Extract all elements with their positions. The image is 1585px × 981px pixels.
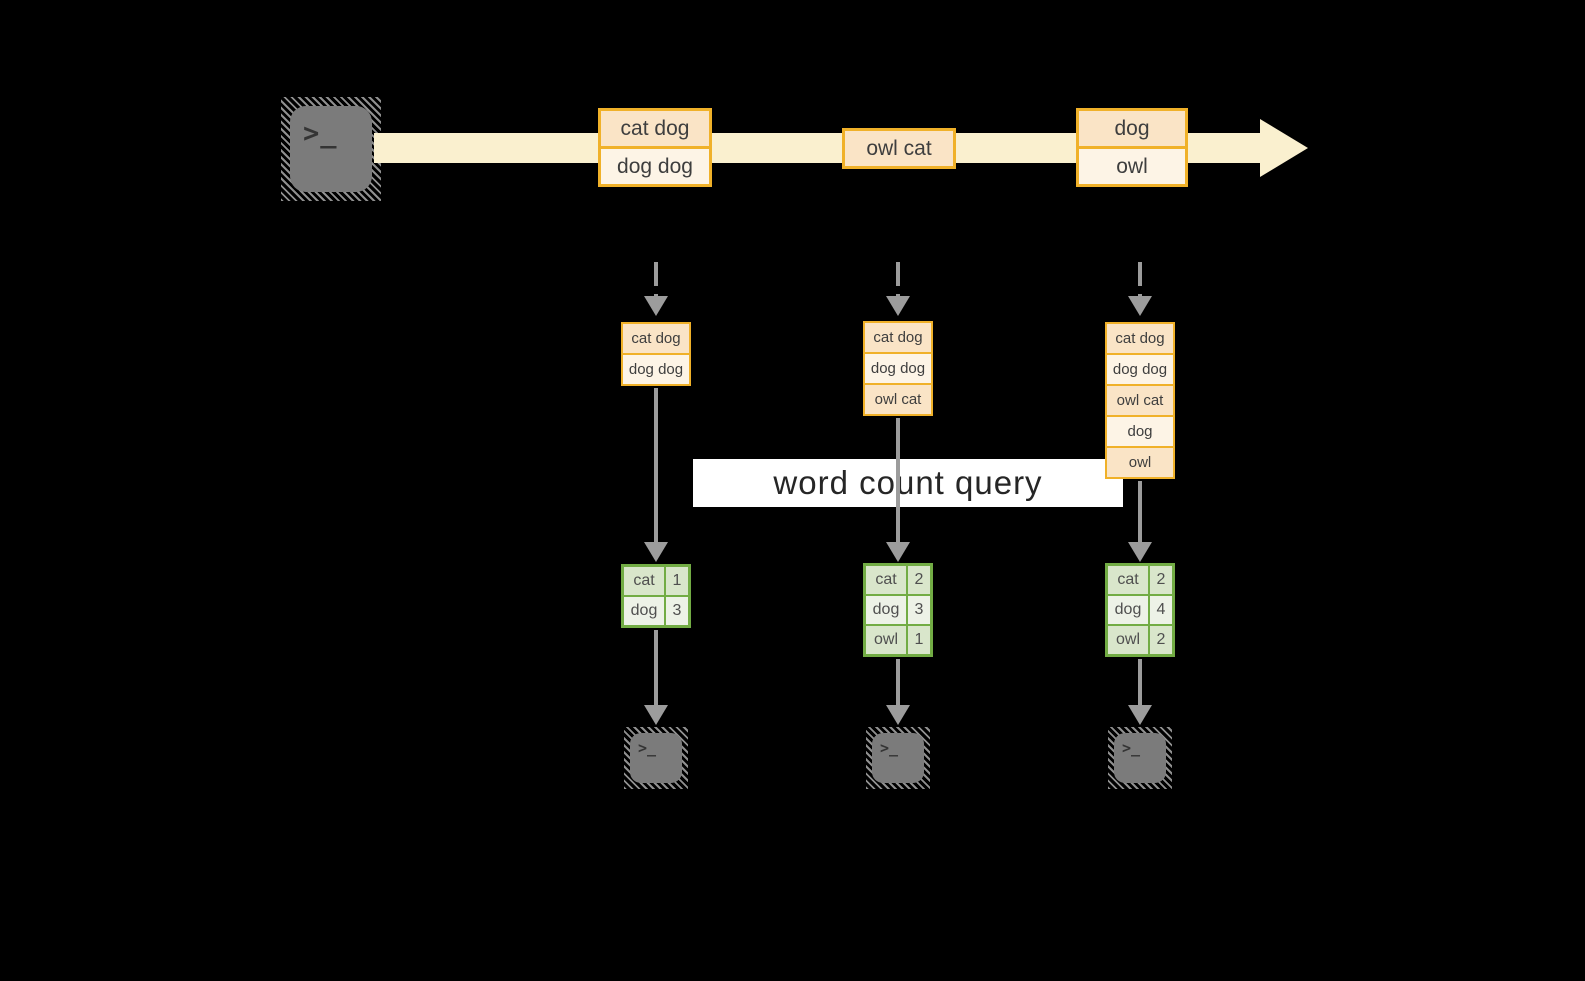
stream-record: cat dog (601, 111, 709, 146)
dashed-arrow-head-icon (1128, 296, 1152, 316)
count-row: owl 2 (1108, 626, 1172, 654)
stream-record: owl (1079, 149, 1185, 184)
count-word: dog (1108, 596, 1148, 624)
window-stack-2: cat dog dog dog owl cat (863, 321, 933, 416)
stream-record-box-2: owl cat (842, 128, 956, 169)
sink-terminal-screen: >_ (872, 733, 924, 783)
query-banner-label: word count query (773, 464, 1043, 501)
dashed-arrow-head-icon (886, 296, 910, 316)
count-word: owl (1108, 626, 1148, 654)
terminal-prompt-icon: >_ (638, 739, 657, 757)
query-banner: word count query (693, 459, 1123, 507)
arrow-shaft (896, 659, 900, 707)
stream-record: owl cat (845, 131, 953, 166)
window-stack-1: cat dog dog dog (621, 322, 691, 386)
stream-record-box-1: cat dog dog dog (598, 108, 712, 187)
sink-terminal-screen: >_ (630, 733, 682, 783)
sink-terminal-icon-3: >_ (1108, 727, 1172, 789)
window-record: dog dog (865, 354, 931, 383)
window-record: dog (1107, 417, 1173, 446)
dashed-arrow-shaft (1138, 262, 1142, 296)
count-value: 2 (908, 566, 930, 594)
count-value: 3 (666, 597, 688, 625)
arrow-head-icon (644, 542, 668, 562)
count-word: dog (866, 596, 906, 624)
terminal-prompt-icon: >_ (1122, 739, 1141, 757)
count-row: owl 1 (866, 626, 930, 654)
source-terminal-screen: >_ (290, 106, 372, 192)
arrow-shaft (1138, 481, 1142, 542)
arrow-head-icon (1128, 542, 1152, 562)
count-word: cat (1108, 566, 1148, 594)
count-value: 4 (1150, 596, 1172, 624)
dashed-arrow-shaft (654, 262, 658, 296)
window-record: cat dog (1107, 324, 1173, 353)
sink-terminal-screen: >_ (1114, 733, 1166, 783)
arrow-shaft (654, 630, 658, 707)
count-row: dog 3 (866, 596, 930, 624)
window-record: dog dog (623, 355, 689, 384)
count-word: owl (866, 626, 906, 654)
window-record: owl cat (1107, 386, 1173, 415)
count-value: 1 (908, 626, 930, 654)
count-row: dog 3 (624, 597, 688, 625)
count-row: cat 2 (1108, 566, 1172, 594)
arrow-shaft (1138, 659, 1142, 707)
count-value: 1 (666, 567, 688, 595)
arrow-head-icon (886, 705, 910, 725)
count-value: 2 (1150, 566, 1172, 594)
window-record: owl (1107, 448, 1173, 477)
sink-terminal-icon-1: >_ (624, 727, 688, 789)
count-value: 3 (908, 596, 930, 624)
arrow-head-icon (886, 542, 910, 562)
count-table-1: cat 1 dog 3 (621, 564, 691, 628)
stream-record-box-3: dog owl (1076, 108, 1188, 187)
dashed-arrow-shaft (896, 262, 900, 296)
count-row: cat 1 (624, 567, 688, 595)
count-word: cat (624, 567, 664, 595)
terminal-prompt-icon: >_ (303, 118, 338, 149)
stream-record: dog (1079, 111, 1185, 146)
window-record: dog dog (1107, 355, 1173, 384)
count-table-3: cat 2 dog 4 owl 2 (1105, 563, 1175, 657)
arrow-head-icon (1128, 705, 1152, 725)
arrow-head-icon (644, 705, 668, 725)
count-word: cat (866, 566, 906, 594)
window-record: owl cat (865, 385, 931, 414)
window-record: cat dog (623, 324, 689, 353)
count-table-2: cat 2 dog 3 owl 1 (863, 563, 933, 657)
arrow-shaft (896, 418, 900, 542)
sink-terminal-icon-2: >_ (866, 727, 930, 789)
terminal-prompt-icon: >_ (880, 739, 899, 757)
count-value: 2 (1150, 626, 1172, 654)
stream-record: dog dog (601, 149, 709, 184)
dashed-arrow-head-icon (644, 296, 668, 316)
source-terminal-icon: >_ (281, 97, 381, 201)
window-stack-3: cat dog dog dog owl cat dog owl (1105, 322, 1175, 479)
count-row: dog 4 (1108, 596, 1172, 624)
stream-arrow-head-icon (1260, 119, 1308, 177)
count-row: cat 2 (866, 566, 930, 594)
count-word: dog (624, 597, 664, 625)
arrow-shaft (654, 388, 658, 542)
window-record: cat dog (865, 323, 931, 352)
